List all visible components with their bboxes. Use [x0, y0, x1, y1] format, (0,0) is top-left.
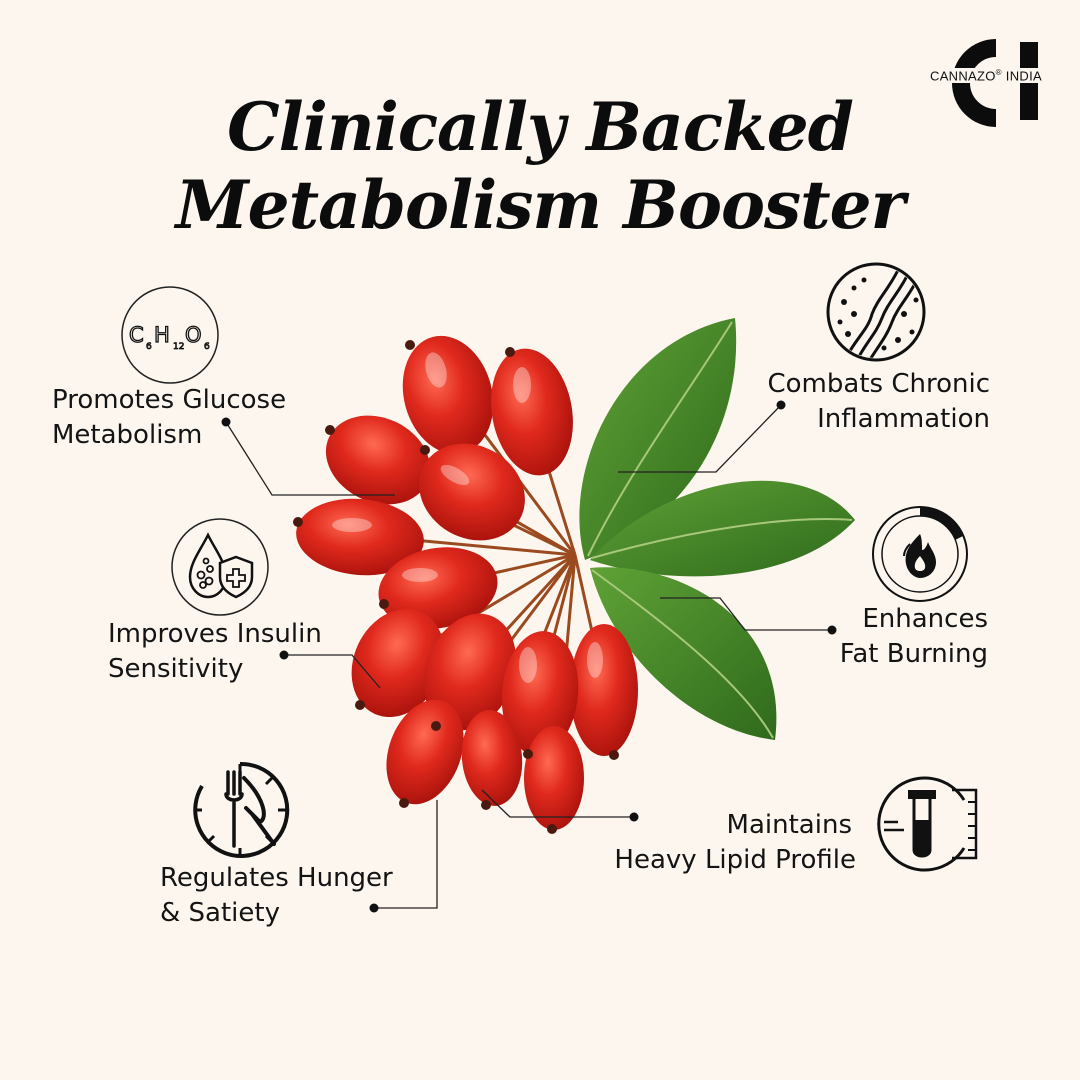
- registered-mark: ®: [995, 68, 1002, 77]
- formula-c-sub: 6: [146, 342, 152, 352]
- leaf-bottom: [590, 567, 777, 740]
- benefit-inflammation-line2: Inflammation: [817, 404, 990, 434]
- blood-drop-shield-icon: [171, 518, 269, 616]
- benefit-inflammation: Combats Chronic Inflammation: [768, 367, 991, 437]
- brand-suffix: INDIA: [1005, 68, 1042, 84]
- berry-cluster: [293, 335, 638, 834]
- formula-h-sub: 12: [173, 342, 184, 352]
- flame-gauge-icon: [872, 506, 968, 602]
- benefit-glucose-line2: Metabolism: [52, 420, 203, 450]
- leaf-middle: [590, 480, 855, 577]
- formula-o-sub: 6: [204, 342, 210, 352]
- benefit-hunger: Regulates Hunger & Satiety: [160, 861, 393, 931]
- page-title: Clinically Backed Metabolism Booster: [0, 88, 1080, 244]
- glucose-formula-icon: C 6 H 12 O 6: [121, 286, 219, 384]
- brand-name-text: CANNAZO: [930, 68, 996, 84]
- formula-o: O: [185, 323, 202, 347]
- benefit-hunger-line2: & Satiety: [160, 898, 280, 928]
- benefit-fat-line1: Enhances: [862, 604, 988, 634]
- benefit-lipid-line2: Heavy Lipid Profile: [614, 845, 856, 875]
- test-tube-icon: [877, 776, 978, 872]
- benefit-insulin-line2: Sensitivity: [108, 654, 244, 684]
- title-line-2: Metabolism Booster: [175, 166, 906, 244]
- benefit-insulin-line1: Improves Insulin: [108, 619, 322, 649]
- benefit-inflammation-line1: Combats Chronic: [767, 369, 991, 399]
- formula-c: C: [129, 323, 144, 347]
- brand-name: CANNAZO® INDIA: [928, 68, 1044, 84]
- benefit-fat-line2: Fat Burning: [839, 639, 988, 669]
- benefit-lipid-line1: Maintains: [726, 810, 852, 840]
- tissue-cells-icon: [826, 262, 926, 362]
- benefit-insulin: Improves Insulin Sensitivity: [108, 617, 322, 687]
- barberry-illustration: [293, 318, 855, 834]
- benefit-glucose: Promotes Glucose Metabolism: [52, 383, 286, 453]
- title-line-1: Clinically Backed: [227, 88, 854, 166]
- leaf-top: [579, 318, 737, 560]
- benefit-hunger-line1: Regulates Hunger: [160, 863, 393, 893]
- benefit-lipid: Maintains Heavy Lipid Profile: [614, 808, 856, 878]
- benefit-glucose-line1: Promotes Glucose: [52, 385, 287, 415]
- formula-h: H: [154, 323, 170, 347]
- fork-knife-clock-icon: [193, 761, 290, 858]
- benefit-fat: Enhances Fat Burning: [840, 602, 988, 672]
